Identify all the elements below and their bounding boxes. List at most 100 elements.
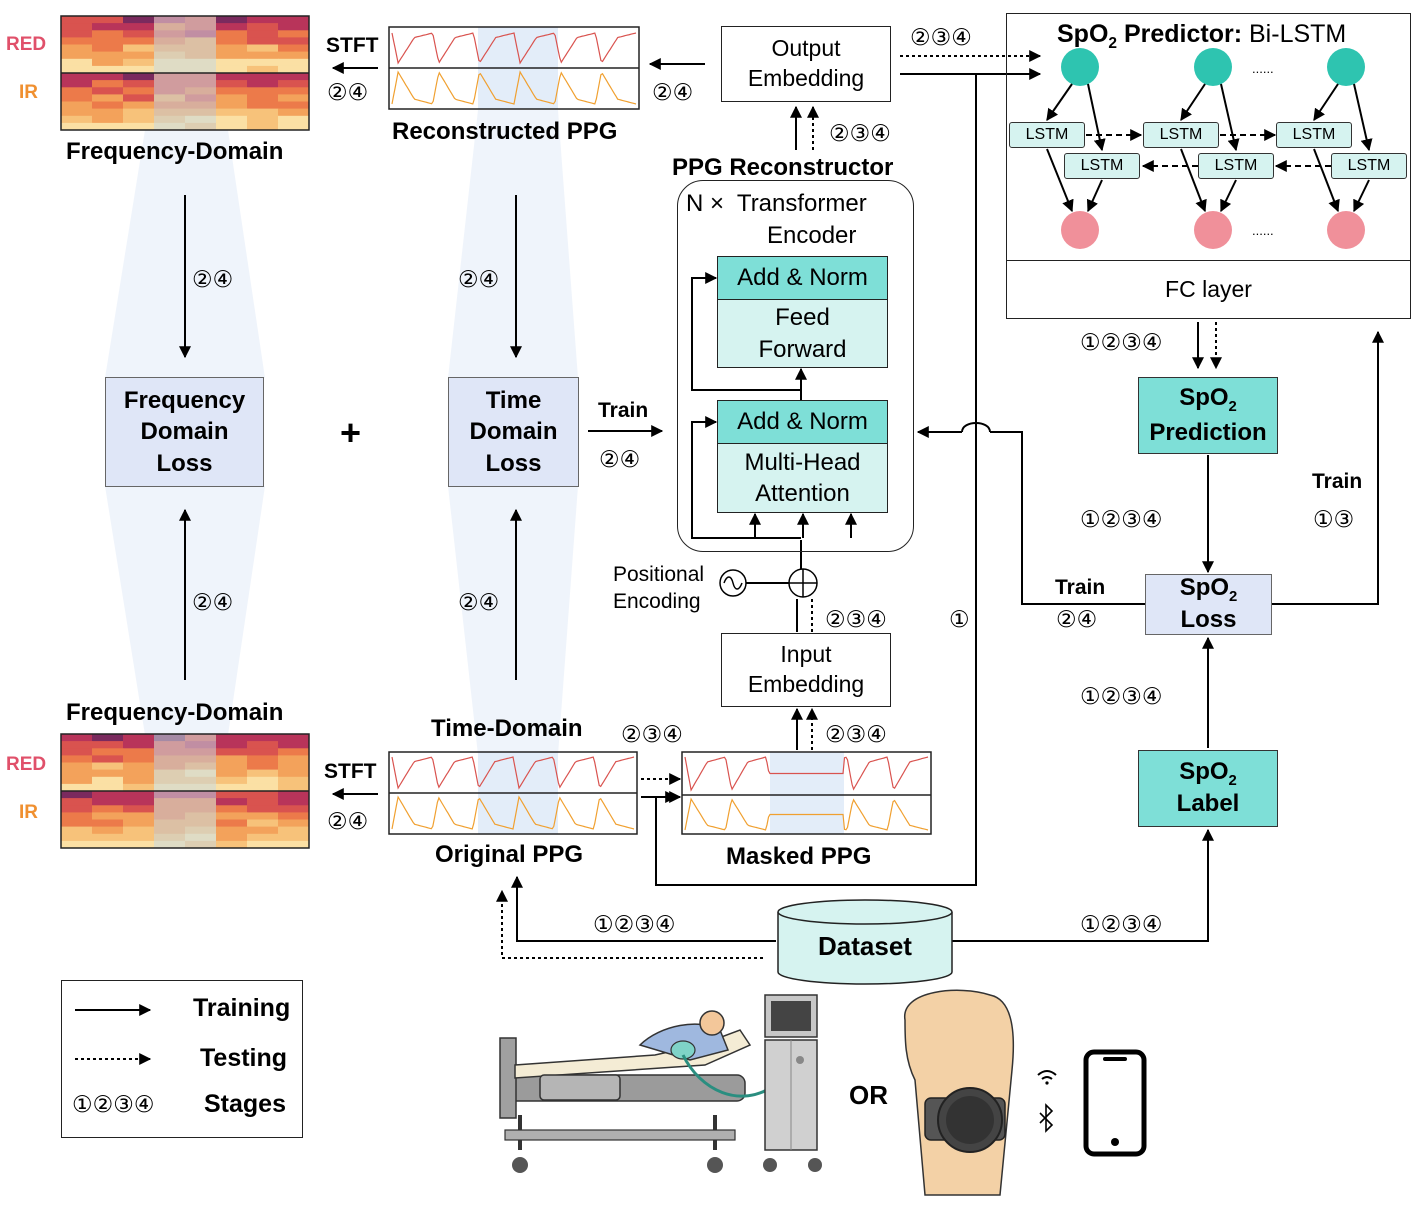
spectrogram-cell [92, 819, 124, 828]
spectrogram-cell [61, 87, 93, 95]
spectrogram-cell [278, 734, 310, 742]
spectrogram-cell [216, 805, 248, 813]
spectrogram-cell [247, 87, 279, 95]
original-ppg-panel [388, 751, 638, 835]
train-left-label: Train [1055, 576, 1106, 599]
spectrogram-cell [278, 101, 310, 110]
spectrogram-cell [123, 734, 155, 742]
spectrogram-cell [92, 73, 124, 81]
train-left-stages: ②④ [1056, 606, 1098, 632]
dataset-right-stages: ①②③④ [1080, 911, 1163, 937]
spectrogram-cell [123, 108, 155, 117]
spectrogram-cell [92, 826, 124, 835]
input-node [1327, 48, 1365, 86]
spectrogram-cell [247, 108, 279, 117]
spectrogram-cell [123, 840, 155, 849]
spectrogram-cell [92, 741, 124, 749]
spectrogram-cell [61, 783, 93, 792]
spo2-label-box: SpO2 Label [1138, 750, 1278, 827]
spectrogram-cell [123, 115, 155, 124]
lstm-cell: LSTM [1064, 153, 1140, 179]
spectrogram-cell [92, 16, 124, 24]
spectrogram-cell [278, 108, 310, 117]
input-node [1194, 48, 1232, 86]
spectrogram-cell [278, 769, 310, 778]
spectrogram-cell [247, 791, 279, 799]
wrist-watch-illustration [904, 989, 1147, 1196]
top-ir-label: IR [19, 82, 38, 103]
spectrogram-cell [123, 762, 155, 771]
pred-to-loss-stages: ①②③④ [1080, 506, 1163, 532]
spectrogram-cell [92, 812, 124, 820]
spectrogram-cell [278, 65, 310, 74]
freq-up-stages: ②④ [192, 589, 234, 615]
bottom-ir-label: IR [19, 802, 38, 823]
spectrogram-cell [247, 73, 279, 81]
spectrogram-cell [278, 741, 310, 749]
spectrogram-cell [278, 80, 310, 88]
spectrogram-cell [123, 776, 155, 785]
lstm-cell: LSTM [1143, 122, 1219, 148]
input-node [1061, 48, 1099, 86]
spectrogram-cell [247, 101, 279, 110]
spectrogram-cell [278, 762, 310, 771]
top-stft-stages: ②④ [327, 79, 369, 105]
spectrogram-cell [123, 819, 155, 828]
top-frequency-caption: Frequency-Domain [66, 138, 284, 165]
pos-to-encoder-stages: ②③④ [825, 606, 887, 632]
feed-forward-block: Feed Forward [717, 299, 888, 368]
sequence-ellipsis: ...... [1252, 223, 1274, 238]
spectrogram-cell [278, 805, 310, 813]
multi-head-attention-block: Multi-Head Attention [717, 443, 888, 513]
masked-red-wave [684, 756, 929, 792]
bottom-stft-stages: ②④ [327, 808, 369, 834]
spectrogram-cell [92, 44, 124, 53]
bottom-red-label: RED [6, 754, 47, 775]
top-stft-label: STFT [326, 34, 379, 57]
spectrogram-cell [61, 769, 93, 778]
spectrogram-cell [247, 65, 279, 74]
spectrogram-cell [216, 755, 248, 763]
spectrogram-cell [61, 37, 93, 45]
spectrogram-cell [216, 37, 248, 45]
spectrogram-cell [278, 37, 310, 45]
lstm-connector [1046, 83, 1073, 121]
spectrogram-cell [92, 58, 124, 67]
spectrogram-cell [92, 108, 124, 117]
spectrogram-cell [92, 51, 124, 60]
input-stages: ②③④ [825, 721, 887, 747]
spectrogram-cell [123, 826, 155, 835]
spectrogram-cell [123, 805, 155, 813]
spectrogram-cell [216, 30, 248, 38]
spectrogram-cell [278, 122, 310, 131]
spectrogram-cell [123, 812, 155, 820]
spectrogram-cell [278, 23, 310, 31]
positional-encoding-label: Positional Encoding [613, 563, 705, 614]
spectrogram-cell [92, 37, 124, 45]
spectrogram-cell [92, 762, 124, 771]
spectrogram-cell [278, 44, 310, 53]
bilstm-arrows [1046, 48, 1373, 249]
spectrogram-cell [278, 840, 310, 849]
masked-ir-wave [684, 797, 929, 831]
spectrogram-cell [216, 769, 248, 778]
fc-divider [1006, 260, 1411, 261]
reconstructor-title: PPG Reconstructor [672, 154, 894, 181]
spectrogram-cell [61, 23, 93, 31]
lstm-connector [1180, 83, 1206, 121]
spectrogram-cell [123, 44, 155, 53]
spectrogram-cell [247, 16, 279, 24]
spectrogram-cell [247, 51, 279, 60]
lstm-connector [1220, 83, 1240, 152]
spectrogram-cell [92, 734, 124, 742]
spectrogram-cell [216, 73, 248, 81]
spectrogram-cell [216, 791, 248, 799]
spectrogram-cell [123, 798, 155, 806]
spectrogram-cell [92, 115, 124, 124]
output-node [1194, 211, 1232, 249]
lstm-connector [1353, 179, 1370, 213]
spectrogram-cell [61, 94, 93, 102]
output-node [1327, 211, 1365, 249]
hospital-bed-illustration [499, 994, 822, 1173]
spectrogram-cell [247, 812, 279, 820]
